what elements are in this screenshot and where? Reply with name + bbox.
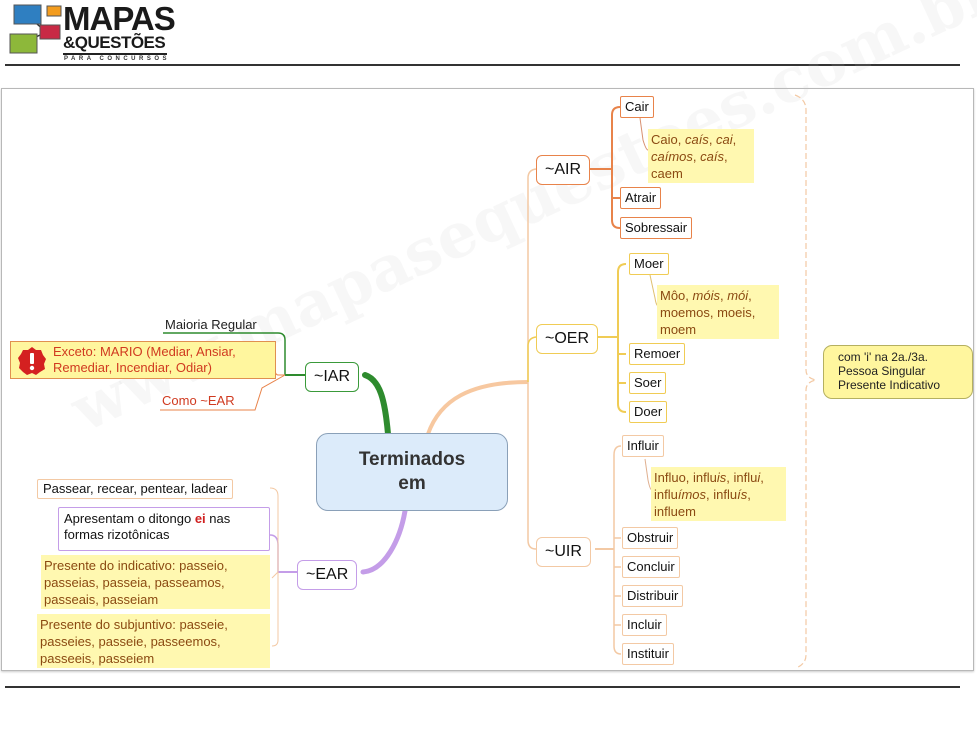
oer-item-remoer[interactable]: Remoer	[629, 343, 686, 365]
header-rule	[5, 64, 960, 66]
oer-item-soer[interactable]: Soer	[629, 372, 667, 394]
air-cair-note[interactable]: Caio, caís, cai, caímos, caís, caem	[648, 129, 754, 183]
central-topic-line1: Terminados	[358, 449, 466, 470]
branch-air[interactable]: ~AIR	[536, 155, 591, 185]
central-topic-line2: em	[398, 473, 426, 494]
ear-diphthong[interactable]: Apresentam o ditongo ei nas formas rizot…	[58, 507, 270, 551]
ear-subjunctive-note[interactable]: Presente do subjuntivo: passeie, passeie…	[37, 614, 270, 668]
summary-callout[interactable]: com 'i' na 2a./3a. Pessoa Singular Prese…	[823, 345, 973, 399]
uir-item-obstruir[interactable]: Obstruir	[622, 527, 679, 549]
logo-divider	[63, 53, 167, 55]
logo-icon	[9, 4, 62, 54]
ear-examples[interactable]: Passear, recear, pentear, ladear	[37, 479, 234, 499]
connector-ear	[360, 508, 408, 575]
central-topic[interactable]: Terminados em	[316, 433, 508, 511]
oer-moer-note[interactable]: Môo, móis, mói, moemos, moeis, moem	[657, 285, 779, 339]
logo-tagline: PARA CONCURSOS	[64, 56, 171, 62]
uir-item-concluir[interactable]: Concluir	[622, 556, 680, 578]
uir-item-influir[interactable]: Influir	[622, 435, 664, 457]
branch-oer[interactable]: ~OER	[536, 324, 599, 354]
ear-diphthong-highlight: ei	[194, 511, 206, 526]
iar-exception-line2: Remediar, Incendiar, Odiar)	[53, 360, 212, 375]
oer-item-doer[interactable]: Doer	[629, 401, 668, 423]
iar-exception-line1: Exceto: MARIO (Mediar, Ansiar,	[53, 344, 236, 359]
uir-item-incluir[interactable]: Incluir	[622, 614, 667, 636]
oer-item-moer[interactable]: Moer	[629, 253, 669, 275]
iar-regular-label[interactable]: Maioria Regular	[165, 317, 257, 332]
uir-influir-note[interactable]: Influo, influis, influi, influímos, infl…	[651, 467, 786, 521]
ear-indicative-note[interactable]: Presente do indicativo: passeio, passeia…	[41, 555, 270, 609]
connector-iar	[362, 372, 391, 437]
air-item-cair[interactable]: Cair	[620, 96, 654, 118]
air-item-sobressair[interactable]: Sobressair	[620, 217, 693, 239]
uir-item-distribuir[interactable]: Distribuir	[622, 585, 684, 607]
connector-right	[426, 380, 529, 435]
air-item-atrair[interactable]: Atrair	[620, 187, 662, 209]
uir-item-instituir[interactable]: Instituir	[622, 643, 674, 665]
logo-subtitle: &QUESTÕES	[63, 33, 166, 52]
warning-icon	[18, 347, 46, 375]
iar-exception[interactable]: Exceto: MARIO (Mediar, Ansiar, Remediar,…	[10, 341, 276, 379]
branch-ear[interactable]: ~EAR	[297, 560, 358, 590]
iar-as-ear[interactable]: Como ~EAR	[162, 393, 235, 408]
branch-uir[interactable]: ~UIR	[536, 537, 591, 567]
branch-iar[interactable]: ~IAR	[305, 362, 360, 392]
footer-rule	[5, 686, 960, 688]
logo-title: MAPAS	[63, 0, 176, 37]
